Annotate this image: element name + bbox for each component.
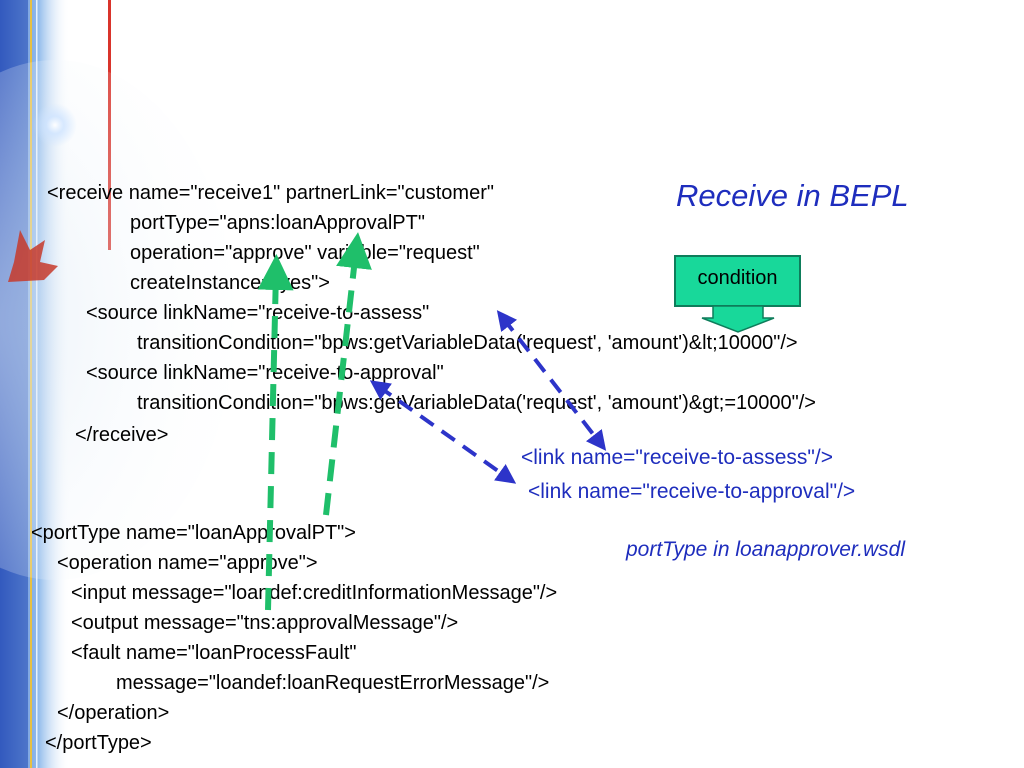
receive-code-line: <receive name="receive1" partnerLink="cu…: [47, 182, 494, 204]
condition-down-arrow: [701, 305, 775, 333]
blue-dashed-arrow-approval: [369, 380, 517, 484]
porttype-code-line: message="loandef:loanRequestErrorMessage…: [116, 672, 550, 694]
porttype-code-line: </operation>: [57, 702, 170, 724]
porttype-code-line: </portType>: [45, 732, 152, 754]
green-dashed-arrow-porttype: [257, 254, 294, 611]
receive-code-line: <source linkName="receive-to-approval": [86, 362, 444, 384]
blue-dashed-arrow-assess: [496, 310, 607, 451]
receive-code-line: </receive>: [75, 424, 169, 446]
green-dashed-arrow-operation: [323, 232, 372, 516]
receive-code-line: transitionCondition="bpws:getVariableDat…: [137, 332, 798, 354]
link-receive-to-assess: <link name="receive-to-assess"/>: [521, 446, 833, 469]
receive-code-line: portType="apns:loanApprovalPT": [130, 212, 425, 234]
slide-title: Receive in BEPL: [676, 178, 909, 213]
receive-code-line: operation="approve" variable="request": [130, 242, 480, 264]
porttype-code-line: <fault name="loanProcessFault": [71, 642, 357, 664]
receive-code-line: <source linkName="receive-to-assess": [86, 302, 430, 324]
porttype-code-line: <operation name="approve">: [57, 552, 318, 574]
porttype-code-line: <output message="tns:approvalMessage"/>: [71, 612, 459, 634]
porttype-code-line: <input message="loandef:creditInformatio…: [71, 582, 558, 604]
link-receive-to-approval: <link name="receive-to-approval"/>: [528, 480, 856, 503]
porttype-caption: portType in loanapprover.wsdl: [626, 538, 905, 561]
condition-label: condition: [697, 266, 778, 289]
porttype-code-line: <portType name="loanApprovalPT">: [31, 522, 356, 544]
